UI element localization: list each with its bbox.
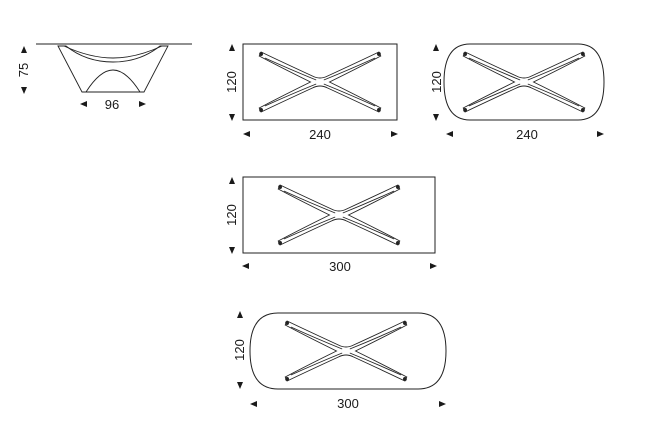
- triangle-arrow-icon: [430, 263, 437, 269]
- triangle-arrow-icon: [229, 247, 235, 254]
- side-height-label: 75: [16, 63, 31, 77]
- triangle-arrow-icon: [439, 401, 446, 407]
- triangle-arrow-icon: [433, 44, 439, 51]
- rect-240-drawing: 120 240: [224, 43, 398, 142]
- cross-base-icon: [462, 51, 586, 113]
- oval-240-drawing: 120 240: [429, 43, 605, 142]
- triangle-arrow-icon: [391, 131, 398, 137]
- cross-base-icon: [277, 184, 401, 246]
- triangle-arrow-icon: [446, 131, 453, 137]
- triangle-arrow-icon: [433, 114, 439, 121]
- oval-240-width-label: 240: [516, 127, 538, 142]
- oval-240-top: [443, 43, 605, 121]
- cross-base-icon: [284, 320, 408, 382]
- triangle-arrow-icon: [80, 101, 87, 107]
- rect-300-width-label: 300: [329, 259, 351, 274]
- side-base-profile: [57, 45, 169, 93]
- rect-240-width-label: 240: [309, 127, 331, 142]
- oval-300-depth-label: 120: [232, 339, 247, 361]
- triangle-arrow-icon: [243, 131, 250, 137]
- triangle-arrow-icon: [237, 311, 243, 318]
- rect-300-top: [242, 176, 436, 254]
- side-depth-label: 96: [105, 97, 119, 112]
- oval-300-drawing: 120 300: [232, 311, 447, 411]
- rect-240-top: [242, 43, 398, 121]
- cross-base-icon: [258, 51, 382, 113]
- oval-300-width-label: 300: [337, 396, 359, 411]
- triangle-arrow-icon: [597, 131, 604, 137]
- rect-300-drawing: 120 300: [224, 176, 437, 274]
- triangle-arrow-icon: [139, 101, 146, 107]
- triangle-arrow-icon: [229, 114, 235, 121]
- side-view-drawing: 75 96: [16, 43, 192, 112]
- triangle-arrow-icon: [229, 44, 235, 51]
- triangle-arrow-icon: [250, 401, 257, 407]
- triangle-arrow-icon: [229, 177, 235, 184]
- rect-300-depth-label: 120: [224, 204, 239, 226]
- triangle-arrow-icon: [21, 87, 27, 94]
- triangle-arrow-icon: [237, 382, 243, 389]
- oval-300-top: [249, 312, 447, 390]
- triangle-arrow-icon: [242, 263, 249, 269]
- oval-240-depth-label: 120: [429, 71, 444, 93]
- rect-240-depth-label: 120: [224, 71, 239, 93]
- triangle-arrow-icon: [21, 46, 27, 53]
